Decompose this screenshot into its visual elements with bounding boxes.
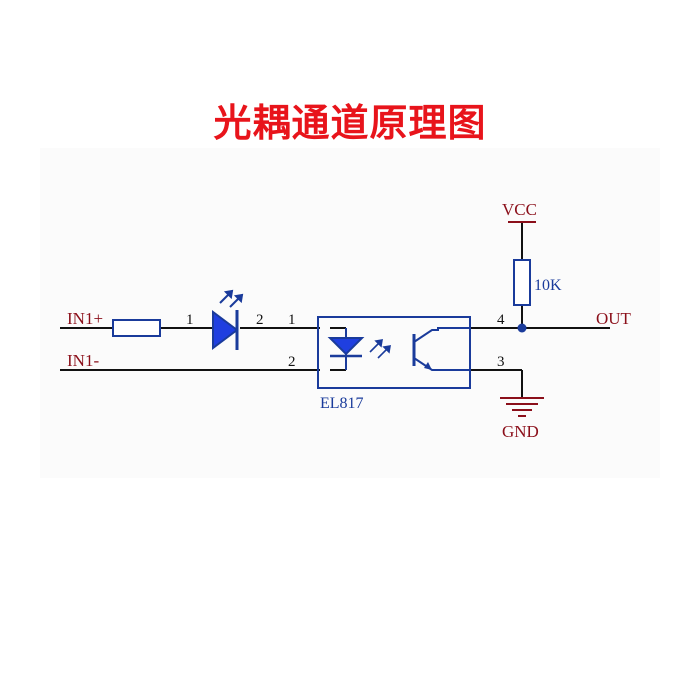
pin-opto-cathode: 2: [288, 354, 296, 370]
label-in-plus: IN1+: [67, 309, 103, 328]
label-out: OUT: [596, 309, 632, 328]
ground-symbol: [500, 397, 544, 417]
junction-dot: [517, 323, 527, 333]
led-triangle: [212, 310, 239, 350]
pin-opto-anode: 1: [288, 312, 296, 328]
schematic-panel: [40, 148, 660, 478]
pin-collector: 4: [497, 312, 505, 328]
label-resistor-value: 10K: [534, 277, 562, 294]
label-gnd: GND: [502, 422, 539, 441]
wires: [60, 222, 610, 397]
led-emission-arrows: [219, 289, 244, 308]
optocoupler-box: [317, 316, 471, 389]
input-resistor: [112, 319, 161, 337]
optocoupler-phototransistor: [412, 327, 470, 371]
optocoupler-led: [327, 327, 391, 371]
pin-led-cathode: 2: [256, 312, 264, 328]
pin-led-anode: 1: [186, 312, 194, 328]
indicator-led: [212, 289, 244, 350]
page-title: 光耦通道原理图: [213, 101, 487, 145]
pullup-resistor: [513, 259, 531, 306]
label-part-number: EL817: [320, 395, 364, 412]
label-vcc: VCC: [502, 200, 537, 219]
pin-emitter: 3: [497, 354, 505, 370]
label-in-minus: IN1-: [67, 351, 99, 370]
